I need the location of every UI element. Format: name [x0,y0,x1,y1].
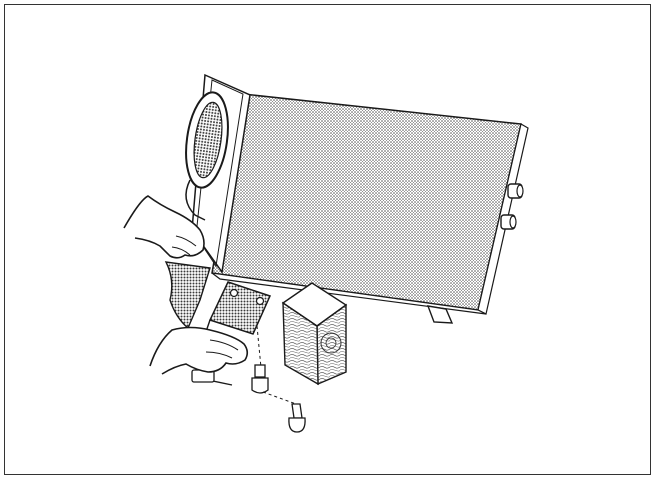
bolt-lower [263,392,305,432]
appliance-cabinet [212,94,528,314]
bolt-upper [252,326,268,393]
cabinet-top-panel [212,94,521,310]
wooden-block [283,283,346,384]
bracket-hole-left [231,290,238,297]
hand-lower [150,328,247,375]
bracket-hole-right [257,298,264,305]
